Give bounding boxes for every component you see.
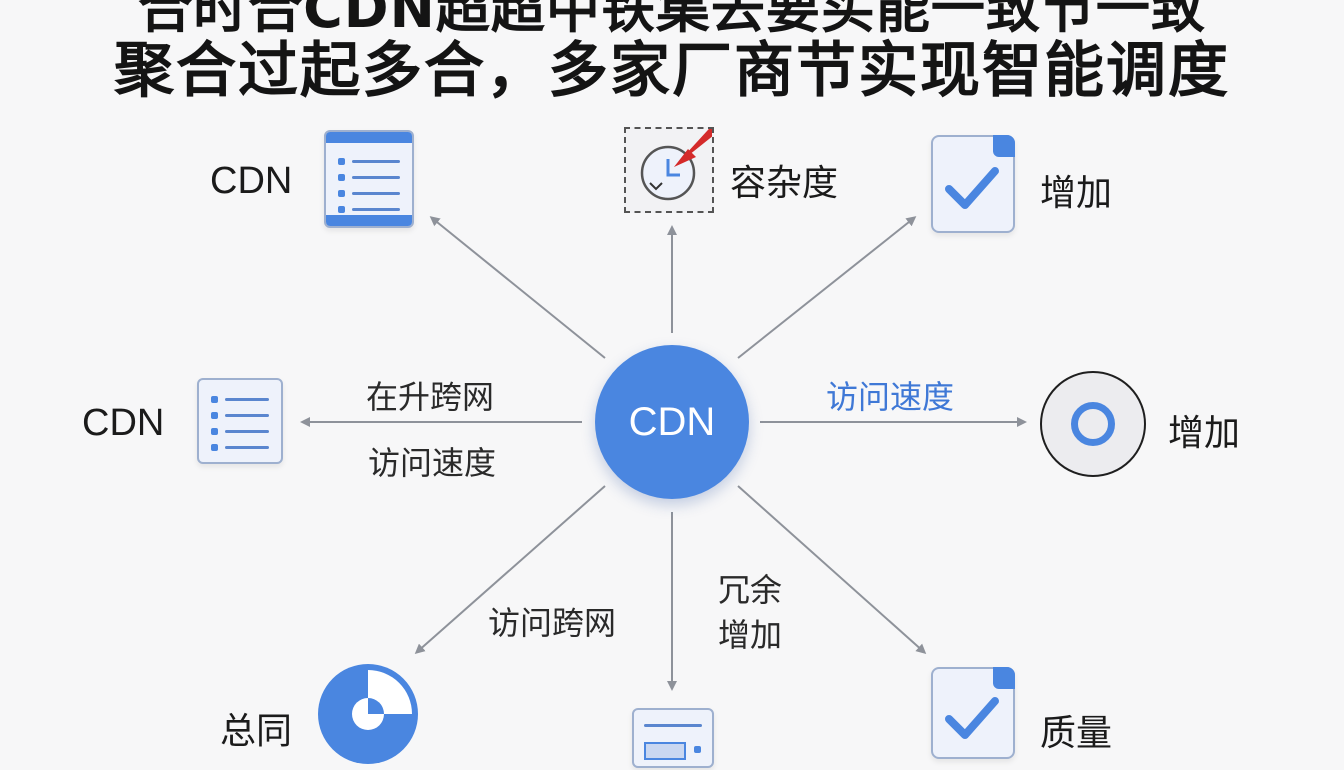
clock-icon bbox=[624, 119, 724, 213]
arrow-top-left bbox=[429, 216, 606, 359]
list-document-icon bbox=[324, 130, 414, 228]
list-document-icon bbox=[197, 378, 283, 464]
edge-label-bottom-center-2: 增加 bbox=[718, 616, 783, 654]
node-label-bottom-left: 总同 bbox=[220, 711, 293, 752]
edge-label-right: 访问速度 bbox=[826, 378, 955, 416]
node-label-top-right: 增加 bbox=[1040, 173, 1113, 214]
node-label-mid-right: 增加 bbox=[1168, 413, 1241, 454]
checkmark-card-icon bbox=[931, 667, 1015, 759]
checkmark-card-icon bbox=[931, 135, 1015, 233]
arrow-top-right bbox=[737, 216, 917, 359]
edge-label-bottom-center-1: 冗余 bbox=[718, 571, 783, 609]
node-label-mid-left: CDN bbox=[82, 402, 165, 444]
ring-icon bbox=[1040, 371, 1146, 477]
arrow-bottom-left bbox=[414, 485, 606, 654]
node-label-bottom-right: 质量 bbox=[1040, 713, 1113, 754]
window-icon bbox=[632, 708, 714, 768]
edge-label-left-upper: 在升跨网 bbox=[366, 378, 495, 416]
node-label-top-left: CDN bbox=[210, 160, 293, 202]
node-label-top-center: 容杂度 bbox=[730, 163, 839, 204]
title-line-1: 合时合CDN超超中铁集去要买能一致节一致 bbox=[138, 0, 1206, 40]
arrow-bottom-right bbox=[737, 485, 927, 654]
cdn-hub-node: CDN bbox=[595, 345, 749, 499]
diagram-canvas bbox=[300, 216, 1027, 691]
pie-chart-icon bbox=[316, 662, 420, 766]
edge-label-left-lower: 访问速度 bbox=[368, 444, 497, 482]
edge-label-bottom-left: 访问跨网 bbox=[488, 604, 617, 642]
title-line-2: 聚合过起多合，多家厂商节实现智能调度 bbox=[114, 36, 1230, 106]
